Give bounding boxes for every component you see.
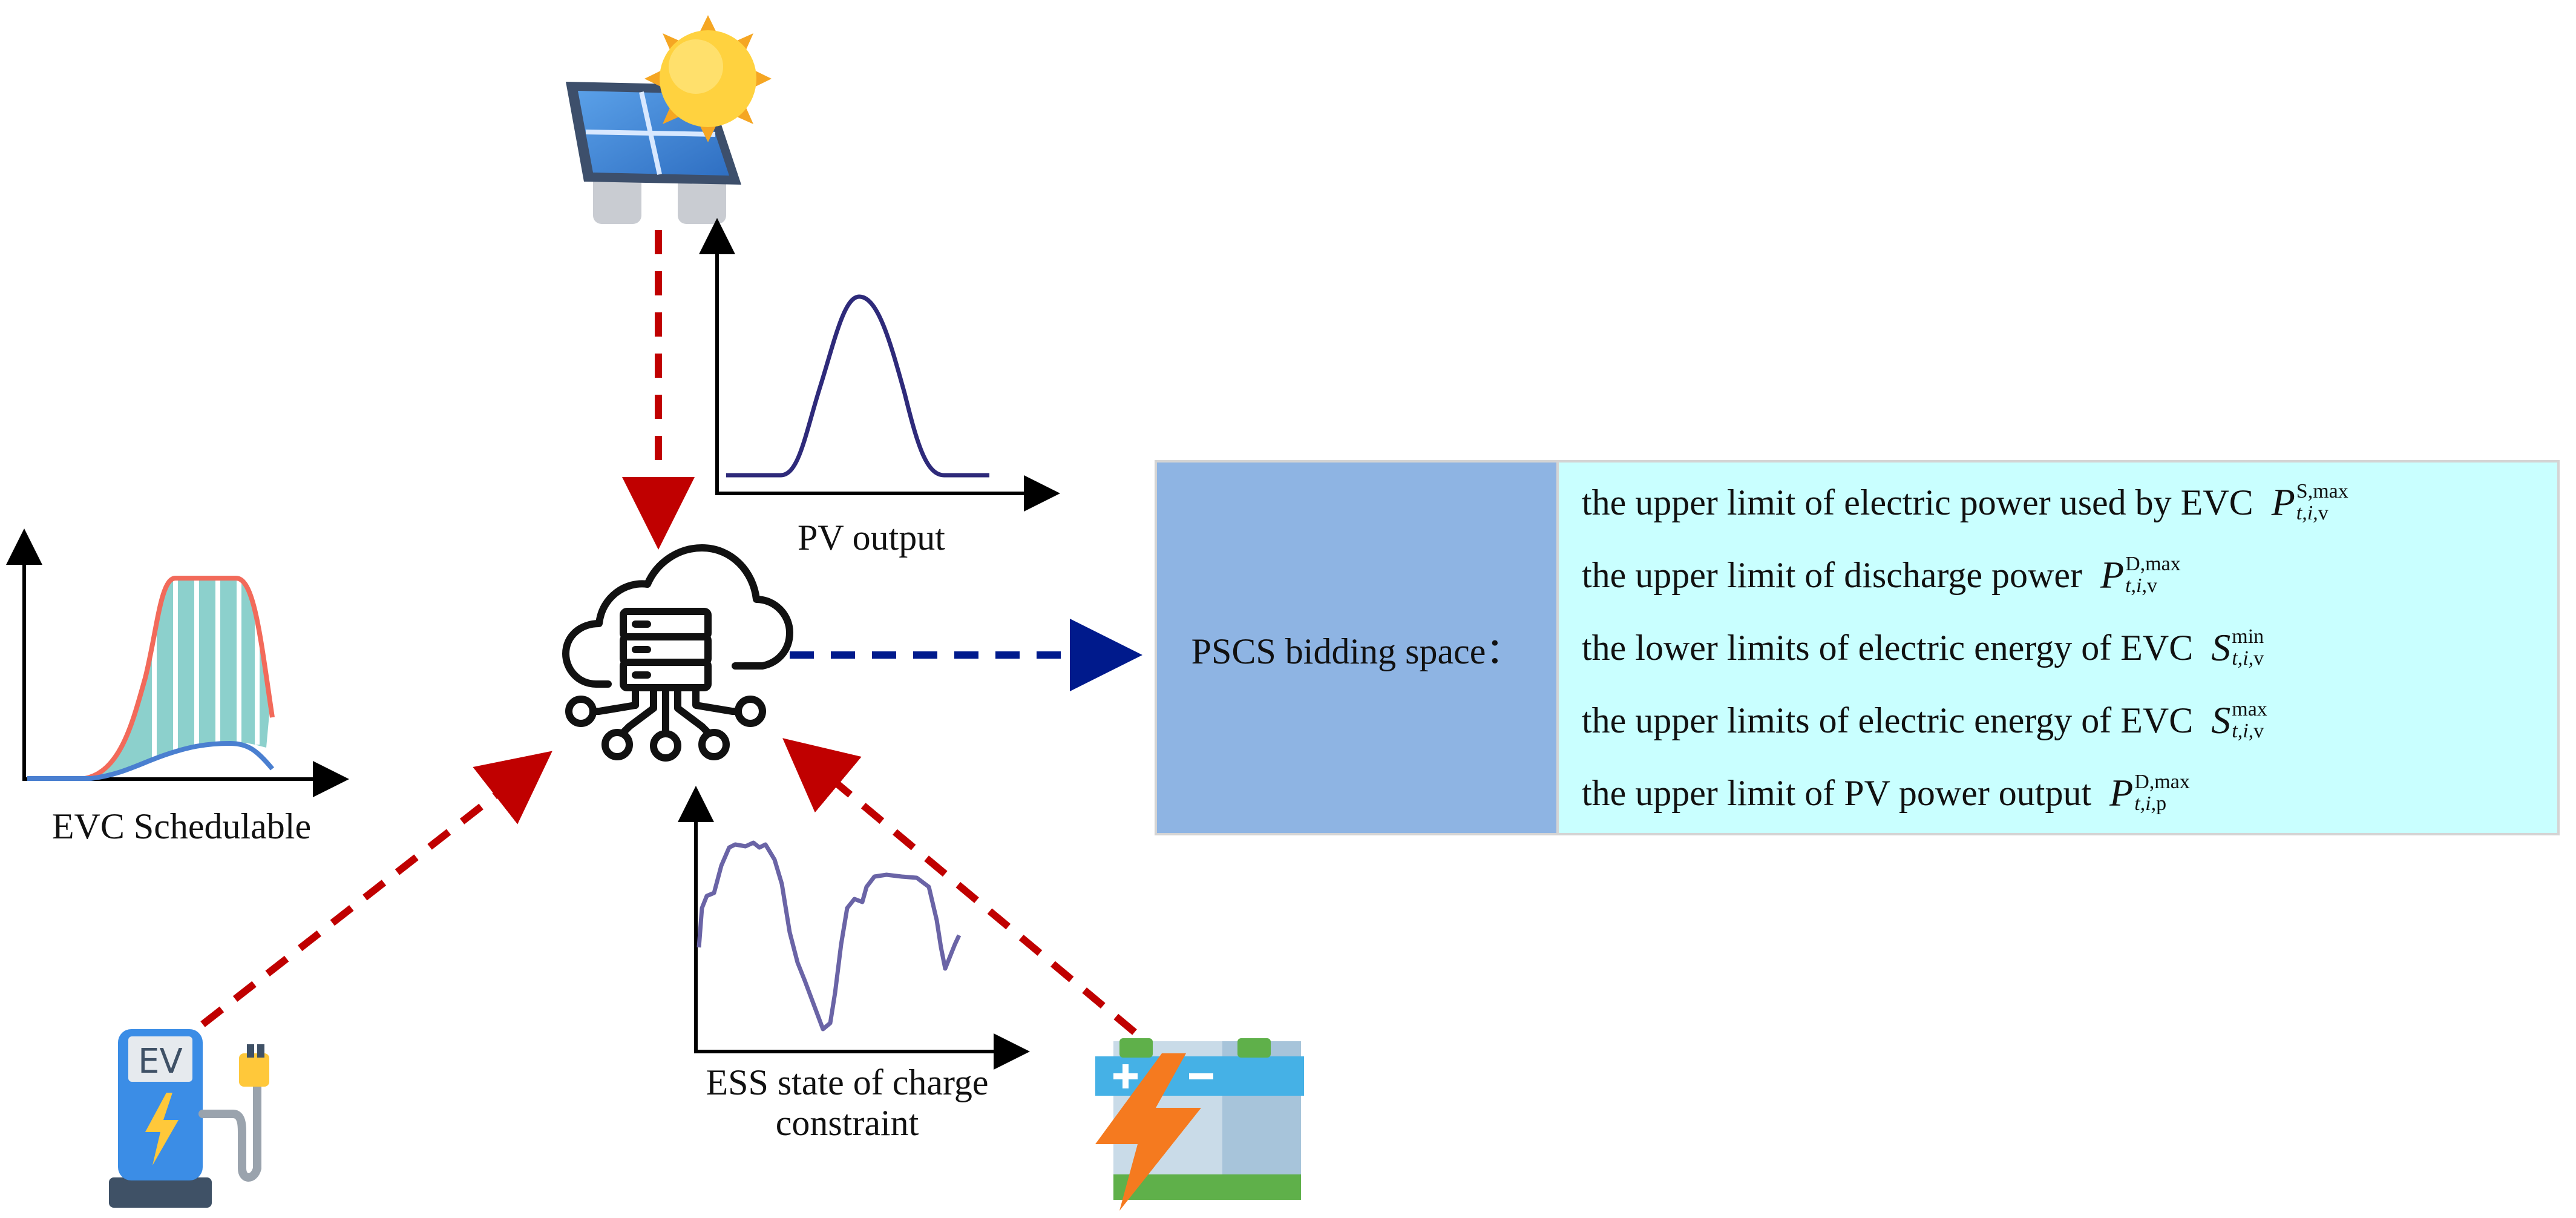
ev-sign-text: EV — [138, 1042, 183, 1081]
evc-schedulable-label: EVC Schedulable — [51, 806, 312, 846]
bidding-space-title: PSCS bidding space： — [1191, 631, 1522, 671]
pscs-bidding-space-table: PSCS bidding space： the upper limit of e… — [1155, 460, 2560, 835]
bidding-row-evc-power-upper: the upper limit of electric power used b… — [1582, 480, 2348, 524]
solar-panel-sun-icon — [566, 15, 772, 224]
bidding-space-title-cell: PSCS bidding space： — [1157, 463, 1559, 833]
bidding-space-rows: the upper limit of electric power used b… — [1559, 463, 2557, 833]
ess-label-line1: ESS state of charge — [706, 1062, 989, 1102]
cloud-server-icon — [562, 544, 793, 762]
evc-upper-curve — [27, 576, 275, 781]
ess-soc-label: ESS state of charge constraint — [654, 1062, 1041, 1144]
bidding-row-discharge-upper: the upper limit of discharge power P D,m… — [1582, 553, 2181, 597]
bidding-row-pv-output-upper: the upper limit of PV power output P D,m… — [1582, 771, 2190, 815]
bidding-row-energy-upper: the upper limits of electric energy of E… — [1582, 698, 2267, 742]
evc-lower-curve — [27, 740, 275, 781]
pv-output-chart — [699, 218, 1060, 512]
pv-curve — [726, 294, 989, 478]
ev-charger-icon: EV — [109, 1029, 269, 1208]
ess-curve — [696, 840, 962, 1032]
battery-lightning-icon — [1095, 1038, 1304, 1211]
arrow-ev-to-cloud — [200, 751, 552, 1027]
evc-schedulable-chart — [5, 528, 349, 797]
pv-output-label: PV output — [798, 518, 945, 558]
bidding-row-energy-lower: the lower limits of electric energy of E… — [1582, 625, 2264, 670]
arrow-battery-to-cloud — [782, 738, 1137, 1035]
ess-soc-chart — [678, 786, 1030, 1070]
ess-label-line2: constraint — [775, 1103, 919, 1144]
